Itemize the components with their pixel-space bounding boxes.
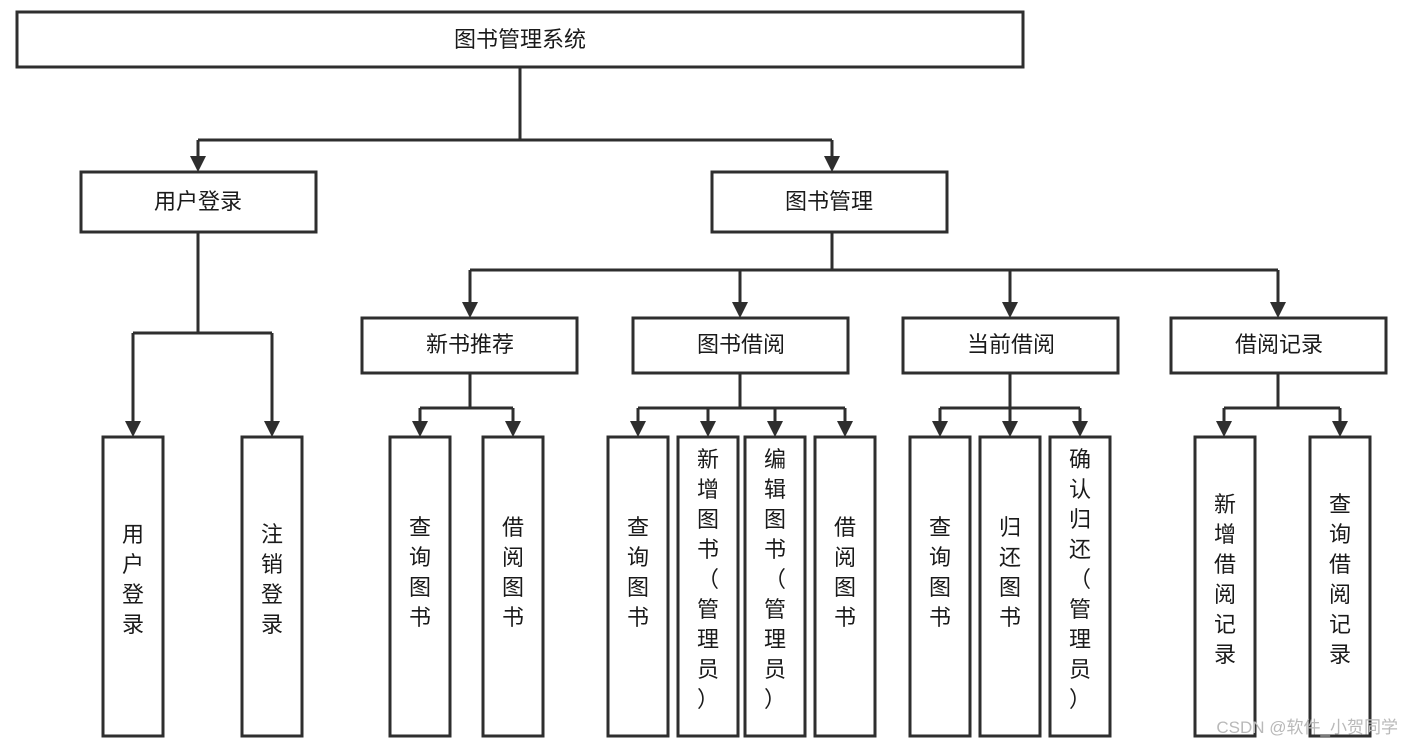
- leaf-confirm-return-label: 确认归还（管理员）: [1069, 447, 1091, 712]
- leaf-borrow-book-1-label: 借阅图书: [502, 515, 524, 630]
- node-current-borrow[interactable]: 当前借阅: [901, 316, 1120, 375]
- arrowhead-new-book-recommend: [462, 302, 478, 318]
- borrow-record-box[interactable]: [1169, 316, 1388, 375]
- new-book-recommend-box[interactable]: [360, 316, 579, 375]
- book-manage-label: 图书管理: [785, 189, 873, 214]
- arrowhead-leaf-confirm-return: [1072, 421, 1088, 437]
- leaf-node[interactable]: 查询借阅记录: [1308, 435, 1372, 738]
- leaf-return-book-label: 归还图书: [999, 515, 1021, 630]
- leaf-add-record-label: 新增借阅记录: [1214, 492, 1236, 667]
- leaf-query-record-label: 查询借阅记录: [1329, 492, 1351, 667]
- leaf-user-login-label: 用户登录: [122, 522, 144, 637]
- leaf-add-record-box[interactable]: [1193, 435, 1257, 738]
- leaf-node[interactable]: 查询图书: [908, 435, 972, 738]
- arrowhead-leaf-borrow-book-2: [837, 421, 853, 437]
- arrowhead-leaf-logout-login: [264, 421, 280, 437]
- leaf-logout-login-label: 注销登录: [261, 522, 283, 637]
- node-user-login[interactable]: 用户登录: [79, 170, 318, 234]
- arrowhead-borrow-record: [1270, 302, 1286, 318]
- leaf-node[interactable]: 借阅图书: [481, 435, 545, 738]
- leaf-node[interactable]: 注销登录: [240, 435, 304, 738]
- leaf-confirm-return-box[interactable]: [1048, 435, 1112, 738]
- root-label: 图书管理系统: [454, 27, 586, 52]
- leaf-borrow-book-2-label: 借阅图书: [834, 515, 856, 630]
- leaf-node[interactable]: 新增借阅记录: [1193, 435, 1257, 738]
- arrowhead-leaf-query-book-1: [412, 421, 428, 437]
- leaf-query-record-box[interactable]: [1308, 435, 1372, 738]
- node-book-manage[interactable]: 图书管理: [710, 170, 949, 234]
- leaf-query-book-2-label: 查询图书: [627, 515, 649, 630]
- leaf-query-book-1-box[interactable]: [388, 435, 452, 738]
- leaf-return-book-box[interactable]: [978, 435, 1042, 738]
- leaf-node[interactable]: 确认归还（管理员）: [1048, 435, 1112, 738]
- leaf-borrow-book-1-box[interactable]: [481, 435, 545, 738]
- user-login-label: 用户登录: [154, 189, 242, 214]
- leaf-node[interactable]: 编辑图书（管理员）: [743, 435, 807, 738]
- leaf-query-book-3-label: 查询图书: [929, 515, 951, 630]
- leaf-node[interactable]: 借阅图书: [813, 435, 877, 738]
- book-manage-box[interactable]: [710, 170, 949, 234]
- arrowhead-leaf-add-record: [1216, 421, 1232, 437]
- node-new-book-recommend[interactable]: 新书推荐: [360, 316, 579, 375]
- borrow-record-label: 借阅记录: [1235, 332, 1323, 357]
- arrowhead-user-login: [190, 156, 206, 172]
- leaf-user-login-box[interactable]: [101, 435, 165, 738]
- arrowhead-book-borrow: [732, 302, 748, 318]
- leaf-node[interactable]: 归还图书: [978, 435, 1042, 738]
- arrowhead-leaf-query-book-3: [932, 421, 948, 437]
- leaf-edit-book-label: 编辑图书（管理员）: [764, 447, 786, 712]
- csdn-watermark: CSDN @软件_小贺同学: [1216, 718, 1398, 737]
- arrowhead-leaf-borrow-book-1: [505, 421, 521, 437]
- leaf-borrow-book-2-box[interactable]: [813, 435, 877, 738]
- connector-layer: [125, 67, 1348, 437]
- leaf-node[interactable]: 查询图书: [606, 435, 670, 738]
- arrowhead-leaf-edit-book: [767, 421, 783, 437]
- node-borrow-record[interactable]: 借阅记录: [1169, 316, 1388, 375]
- leaf-node[interactable]: 用户登录: [101, 435, 165, 738]
- arrowhead-leaf-query-record: [1332, 421, 1348, 437]
- arrowhead-leaf-query-book-2: [630, 421, 646, 437]
- arrowhead-leaf-return-book: [1002, 421, 1018, 437]
- new-book-recommend-label: 新书推荐: [426, 332, 514, 357]
- leaf-query-book-1-label: 查询图书: [409, 515, 431, 630]
- leaf-query-book-2-box[interactable]: [606, 435, 670, 738]
- leaf-add-book-box[interactable]: [676, 435, 740, 738]
- arrowhead-book-manage: [824, 156, 840, 172]
- root-box[interactable]: [15, 10, 1025, 69]
- node-root[interactable]: 图书管理系统: [15, 10, 1025, 69]
- arrowhead-leaf-add-book: [700, 421, 716, 437]
- node-book-borrow[interactable]: 图书借阅: [631, 316, 850, 375]
- leaf-query-book-3-box[interactable]: [908, 435, 972, 738]
- arrowhead-leaf-user-login: [125, 421, 141, 437]
- arrowhead-current-borrow: [1002, 302, 1018, 318]
- leaf-logout-login-box[interactable]: [240, 435, 304, 738]
- book-borrow-label: 图书借阅: [697, 332, 785, 357]
- leaf-add-book-label: 新增图书（管理员）: [697, 447, 719, 712]
- user-login-box[interactable]: [79, 170, 318, 234]
- leaf-node[interactable]: 新增图书（管理员）: [676, 435, 740, 738]
- leaf-node[interactable]: 查询图书: [388, 435, 452, 738]
- current-borrow-box[interactable]: [901, 316, 1120, 375]
- leaf-edit-book-box[interactable]: [743, 435, 807, 738]
- book-borrow-box[interactable]: [631, 316, 850, 375]
- current-borrow-label: 当前借阅: [967, 332, 1055, 357]
